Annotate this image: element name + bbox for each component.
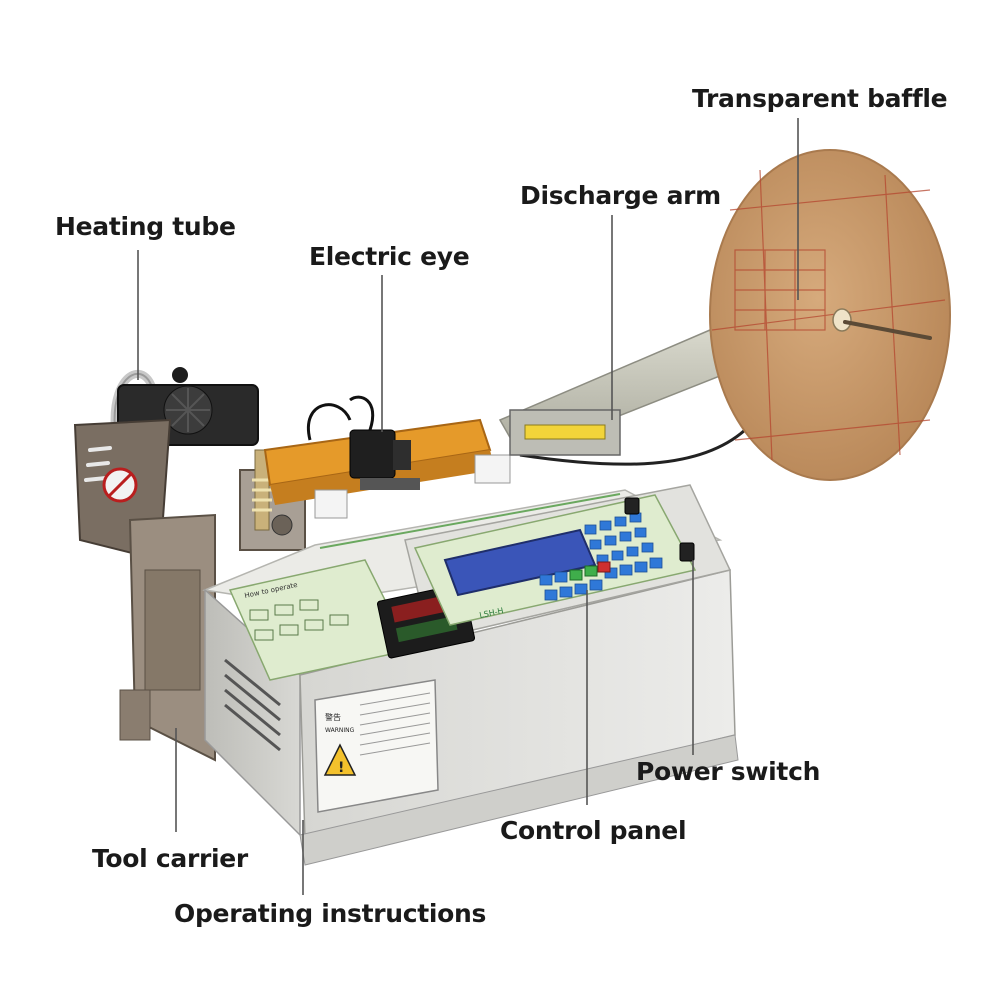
label-power-switch: Power switch xyxy=(636,757,821,786)
control-panel: LSH-H xyxy=(413,494,697,626)
tool-carrier xyxy=(119,513,216,762)
feed-roller xyxy=(509,409,621,456)
label-heating-tube: Heating tube xyxy=(55,212,236,241)
label-electric-eye: Electric eye xyxy=(309,242,470,271)
warning-exclamation: ! xyxy=(338,760,344,776)
label-tool-carrier: Tool carrier xyxy=(92,844,248,873)
lcd-screen xyxy=(443,528,597,597)
warning-title: 警告 xyxy=(325,712,341,722)
label-operating-instructions: Operating instructions xyxy=(174,899,487,928)
electric-eye xyxy=(306,395,420,490)
guide-blocks xyxy=(314,454,511,519)
label-discharge-arm: Discharge arm xyxy=(520,181,721,210)
warning-subtitle: WARNING xyxy=(325,727,355,734)
operating-instructions-panel: How to operate xyxy=(228,559,476,681)
transparent-baffle-disc xyxy=(709,149,951,481)
leader-lines xyxy=(137,118,799,895)
label-control-panel: Control panel xyxy=(500,816,687,845)
keypad xyxy=(539,512,663,601)
warning-sticker: 警告 WARNING ! xyxy=(314,679,439,813)
power-switch xyxy=(624,497,695,562)
label-transparent-baffle: Transparent baffle xyxy=(692,84,948,113)
